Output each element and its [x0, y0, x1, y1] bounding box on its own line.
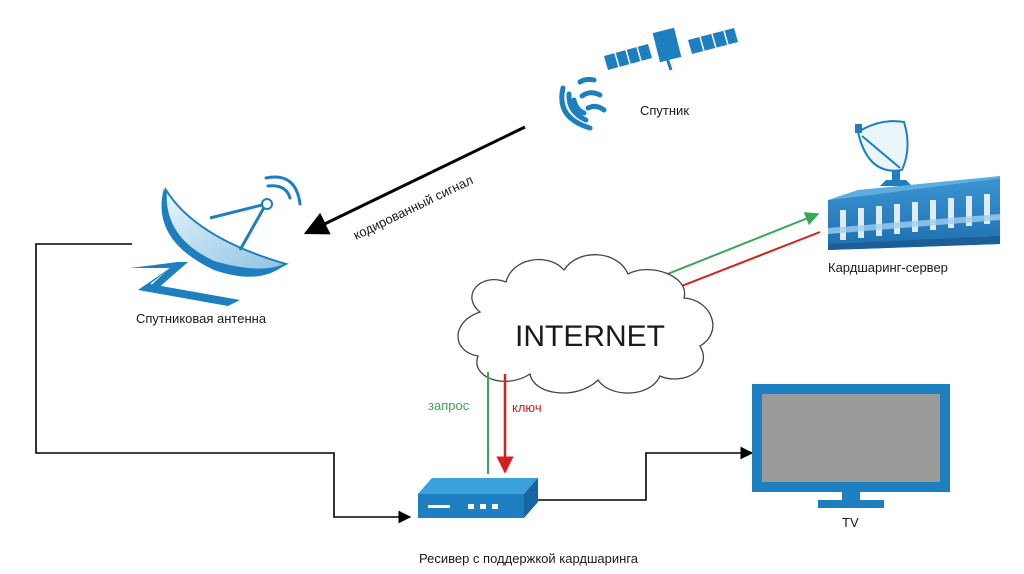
receiver-icon: [418, 478, 538, 518]
internet-label: INTERNET: [515, 320, 665, 353]
satellite-icon: [604, 27, 738, 71]
antenna-label: Спутниковая антенна: [136, 311, 267, 326]
request-label: запрос: [428, 398, 470, 413]
tv-icon: [752, 384, 950, 508]
radio-waves-icon: [559, 76, 607, 131]
server-label: Кардшаринг-сервер: [828, 260, 948, 275]
satellite-dish-icon: [130, 175, 302, 306]
cloud-icon: [457, 254, 714, 394]
key-from-server-line: [655, 231, 821, 297]
encoded-signal-arrow: [303, 125, 526, 235]
receiver-label: Ресивер с поддержкой кардшаринга: [419, 551, 639, 566]
server-building-icon: [828, 120, 1000, 250]
receiver-to-tv-cable: [538, 446, 754, 501]
key-label: ключ: [512, 400, 542, 415]
satellite-label: Спутник: [640, 103, 689, 118]
antenna-to-receiver-cable: [35, 243, 412, 524]
request-to-server-arrow: [644, 212, 820, 284]
tv-label: TV: [842, 515, 859, 530]
